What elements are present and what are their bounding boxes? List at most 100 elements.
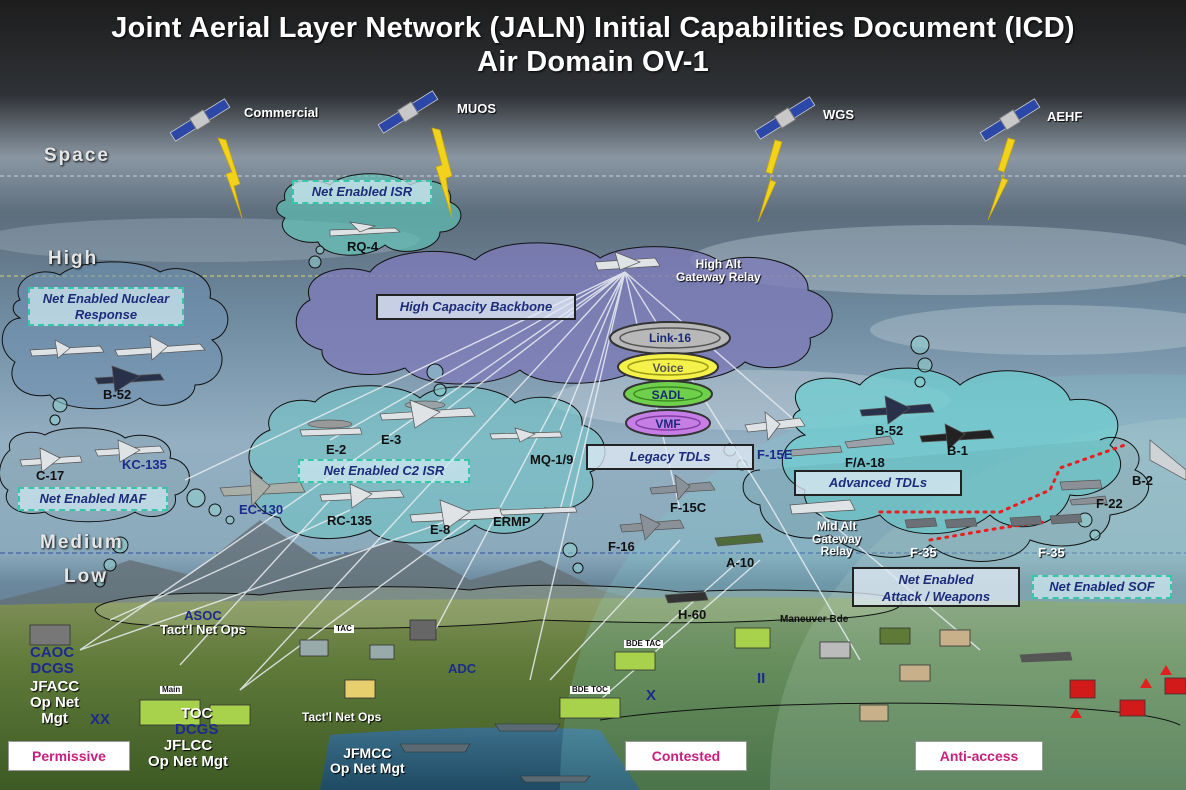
tac-tag: TAC	[334, 624, 354, 634]
toc-dcgs-label: TOC DCGS	[175, 706, 218, 738]
b52-right-label: B-52	[875, 423, 904, 438]
fa18-label: F/A-18	[845, 455, 885, 470]
tdl-ring-stack	[609, 321, 731, 437]
aircraft-silhouettes	[19, 221, 1186, 663]
net-enabled-attack-weapons-label: Net Enabled Attack / Weapons	[852, 567, 1020, 607]
diagram-subtitle: Air Domain OV-1	[477, 46, 709, 78]
b52-left-label: B-52	[103, 387, 132, 402]
b2-label: B-2	[1132, 473, 1153, 488]
f16-label: F-16	[608, 539, 635, 554]
threat-markers	[1070, 665, 1172, 718]
jfmcc-line2: Op Net Mgt	[330, 759, 405, 776]
nuclear-label-line1: Net Enabled Nuclear	[42, 291, 170, 306]
attack-label-line2: Attack / Weapons	[881, 589, 991, 604]
kc135-label: KC-135	[122, 457, 167, 472]
ii-echelon-label: II	[757, 670, 766, 687]
f35-datalink	[878, 443, 1127, 542]
voice-ring-label: Voice	[652, 361, 684, 375]
c17-label: C-17	[36, 468, 65, 483]
net-enabled-sof-label: Net Enabled SOF	[1032, 575, 1172, 599]
mid-gateway-line3: Relay	[820, 544, 853, 559]
toc-dcgs-line: DCGS	[175, 720, 219, 738]
attack-label-line1: Net Enabled	[898, 572, 974, 587]
ships	[399, 723, 591, 783]
legacy-tdls-label: Legacy TDLs	[586, 444, 754, 470]
jfacc-label: JFACC Op Net Mgt	[30, 679, 79, 726]
nuclear-label-line2: Response	[74, 306, 138, 322]
jflcc-line2: Op Net Mgt	[148, 752, 228, 770]
net-enabled-c2isr-label: Net Enabled C2 ISR	[298, 459, 470, 483]
advanced-tdls-label: Advanced TDLs	[794, 470, 962, 496]
mid-alt-gateway-label: Mid Alt Gateway Relay	[812, 520, 861, 558]
link16-ring-label: Link-16	[648, 331, 691, 345]
zone-permissive-label: Permissive	[8, 741, 130, 771]
satellite-wgs-label: WGS	[823, 107, 855, 122]
mid-gateway-line2: Gateway	[812, 531, 862, 546]
adc-label: ADC	[448, 661, 477, 676]
jfmcc-line1: JFMCC	[343, 745, 392, 761]
high-gateway-line1: High Alt	[695, 257, 742, 271]
jfacc-line3: Mgt	[41, 709, 68, 727]
mid-gateway-line1: Mid Alt	[816, 519, 857, 533]
asoc-line2: Tact'l Net Ops	[160, 621, 246, 637]
zone-anti-access-label: Anti-access	[915, 741, 1043, 771]
altitude-space-label: Space	[44, 145, 110, 166]
satellite-commercial-label: Commercial	[244, 105, 319, 120]
a10-label: A-10	[726, 555, 755, 570]
jfmcc-label: JFMCC Op Net Mgt	[330, 746, 405, 775]
asoc-label: ASOC Tact'l Net Ops	[160, 609, 246, 636]
e3-label: E-3	[381, 432, 402, 447]
altitude-low-label: Low	[64, 566, 108, 587]
bde-toc-tag: BDE TOC	[570, 685, 610, 695]
lightning-bolts	[217, 127, 1016, 223]
jfacc-line2: Op Net	[30, 693, 80, 711]
f35-left-label: F-35	[910, 545, 937, 560]
high-alt-gateway-label: High Alt Gateway Relay	[676, 258, 761, 283]
zone-contested-label: Contested	[625, 741, 747, 771]
b1-label: B-1	[947, 443, 968, 458]
f15c-label: F-15C	[670, 500, 707, 515]
h60-label: H-60	[678, 607, 707, 622]
high-capacity-backbone-label: High Capacity Backbone	[376, 294, 576, 320]
satellite-muos-label: MUOS	[457, 101, 496, 116]
vmf-ring-label: VMF	[655, 417, 681, 431]
rq4-label: RQ-4	[347, 239, 379, 254]
main-tag: Main	[160, 685, 183, 695]
mid-attack-cloud	[742, 436, 1150, 562]
xx-echelon-label: XX	[90, 711, 111, 728]
satellite-icons	[169, 90, 1041, 142]
high-gateway-line2: Gateway Relay	[676, 269, 761, 284]
toc-line: TOC	[180, 705, 213, 722]
diagram-title: Joint Aerial Layer Network (JALN) Initia…	[111, 12, 1075, 44]
ground-equipment	[29, 619, 1186, 726]
maneuver-bde-label: Maneuver Bde	[780, 614, 849, 625]
sea	[320, 727, 640, 790]
asoc-line1: ASOC	[184, 608, 222, 623]
f15e-label: F-15E	[757, 447, 793, 462]
altitude-high-label: High	[48, 248, 99, 269]
net-enabled-isr-label: Net Enabled ISR	[292, 180, 432, 204]
caoc-dcgs-label: CAOC DCGS	[30, 645, 74, 677]
sadl-ring-label: SADL	[651, 388, 685, 402]
caoc-line: CAOC	[30, 644, 75, 661]
jfacc-line1: JFACC	[30, 678, 80, 695]
ermp-label: ERMP	[493, 514, 531, 529]
jflcc-label: JFLCC Op Net Mgt	[148, 738, 228, 770]
f35-right-label: F-35	[1038, 545, 1065, 560]
dcgs-line: DCGS	[30, 659, 74, 677]
net-enabled-maf-label: Net Enabled MAF	[18, 487, 168, 511]
f22-label: F-22	[1096, 496, 1123, 511]
e2-label: E-2	[326, 442, 347, 457]
rc135-label: RC-135	[327, 513, 372, 528]
x-echelon-label: X	[646, 687, 657, 704]
satellite-aehf-label: AEHF	[1047, 109, 1083, 124]
altitude-medium-label: Medium	[40, 532, 124, 553]
e8-label: E-8	[430, 522, 451, 537]
tactl-net-ops-label: Tact'l Net Ops	[302, 710, 382, 724]
bde-tac-tag: BDE TAC	[624, 639, 663, 649]
ec130-label: EC-130	[239, 502, 284, 517]
mq19-label: MQ-1/9	[530, 452, 574, 467]
jflcc-line1: JFLCC	[163, 737, 213, 754]
